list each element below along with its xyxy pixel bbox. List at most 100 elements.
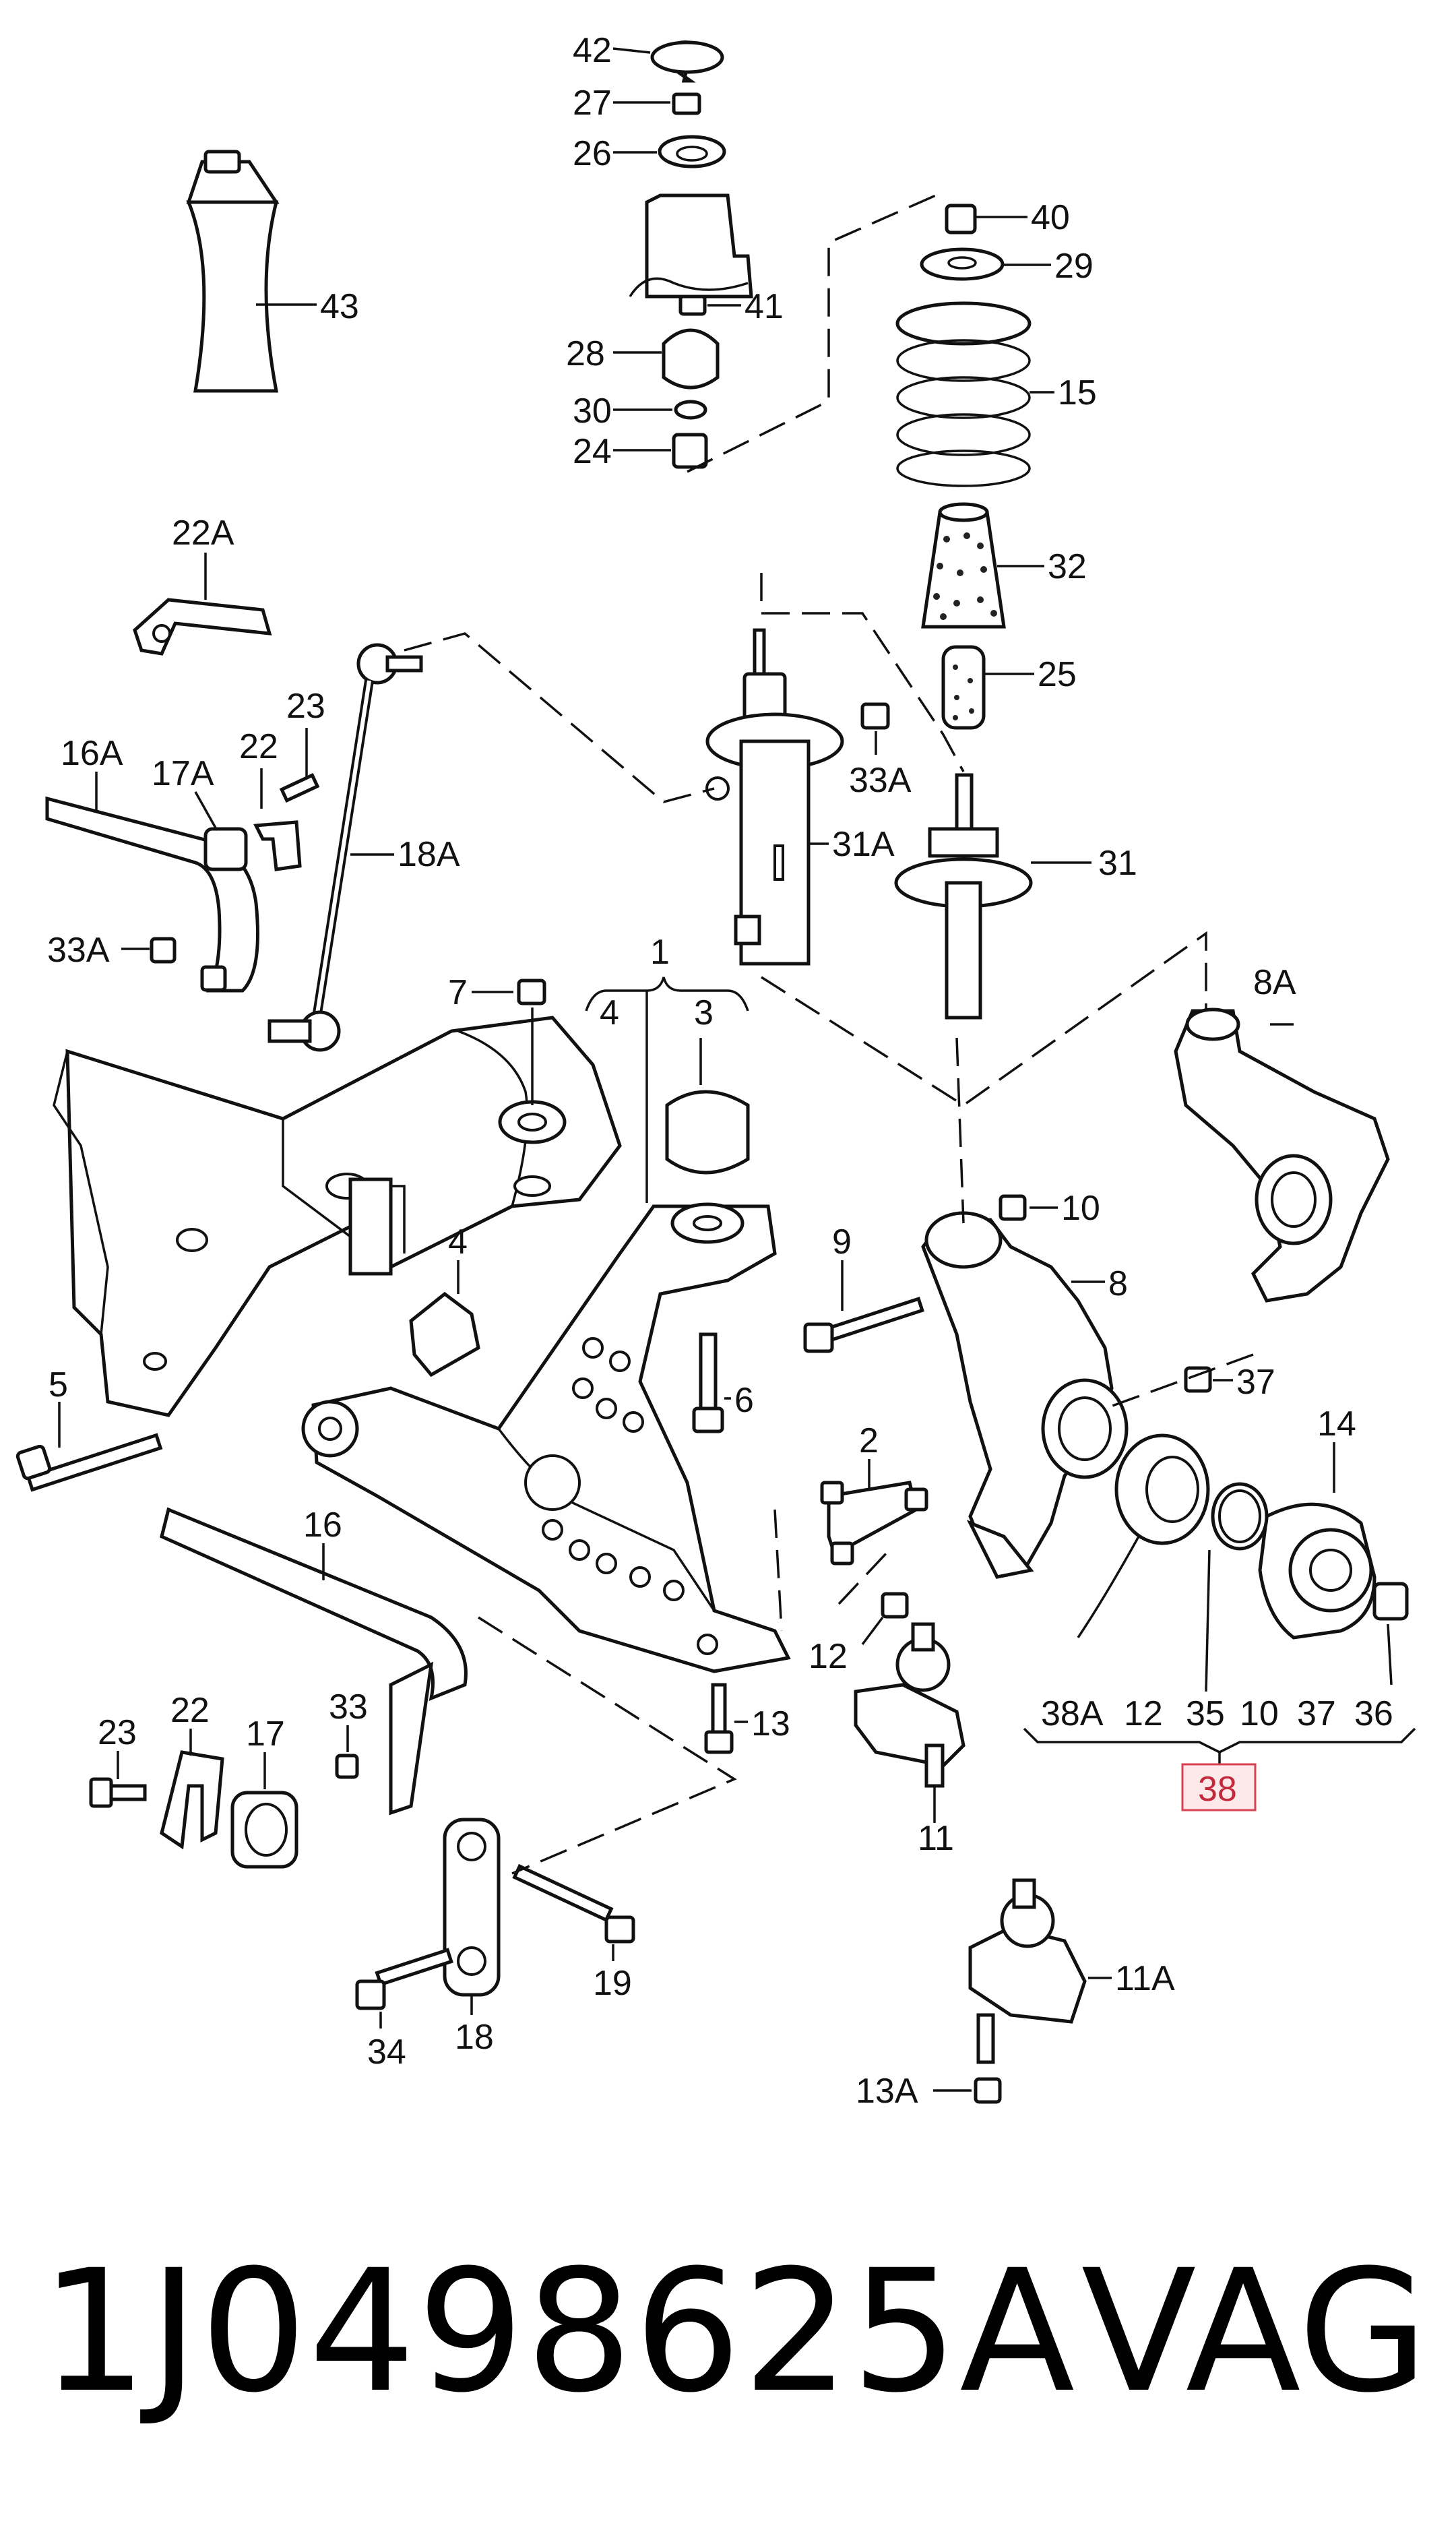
label-18: 18 [455, 2018, 494, 2057]
spring-strut-assembly [894, 204, 1091, 1020]
label-7: 7 [448, 973, 468, 1012]
label-38-highlighted: 38 [1198, 1770, 1237, 1809]
knuckle-hub-group [803, 1008, 1416, 2104]
label-8A: 8A [1253, 963, 1296, 1002]
label-11: 11 [918, 1819, 954, 1858]
label-16A: 16A [61, 734, 123, 773]
part-7-nut [517, 979, 546, 1005]
label-27: 27 [573, 84, 612, 123]
part-33A-nut-upper [860, 702, 890, 755]
label-29: 29 [1054, 247, 1094, 286]
part-number: 1J0498625A [40, 2233, 1077, 2429]
label-16: 16 [303, 1506, 342, 1545]
callout-labels: 42 27 26 41 28 30 24 43 40 29 15 32 25 2… [47, 31, 1393, 2111]
label-43: 43 [320, 287, 359, 326]
brand-name: VAG [1081, 2233, 1428, 2429]
label-18A: 18A [398, 835, 460, 874]
part-3-rear-bush [665, 1090, 750, 1175]
part-10-nut [999, 1194, 1027, 1221]
part-32-boot [921, 510, 1006, 629]
label-9: 9 [832, 1222, 852, 1262]
part-6-screw [699, 1332, 718, 1411]
part-43-grease-tube [186, 150, 317, 393]
label-2: 2 [859, 1421, 879, 1460]
label-3: 3 [694, 993, 714, 1032]
label-10-lower: 10 [1240, 1694, 1279, 1733]
subframe [15, 979, 622, 1492]
label-26: 26 [573, 134, 612, 173]
part-mount-tower [645, 193, 753, 299]
label-28: 28 [566, 334, 605, 373]
assembly-dashed-lines [404, 191, 1254, 1875]
label-19: 19 [593, 1964, 632, 2003]
label-12-upper: 12 [809, 1637, 848, 1676]
label-23-lower: 23 [98, 1713, 137, 1752]
part-13A-nut [974, 2077, 1002, 2104]
lower-control-arm [301, 1038, 791, 1754]
label-5: 5 [49, 1365, 68, 1404]
label-8: 8 [1108, 1264, 1128, 1303]
part-9-bolt [820, 1297, 924, 1344]
part-19-bolt [512, 1863, 614, 1923]
label-42: 42 [573, 31, 612, 70]
part-26-bush [658, 135, 726, 168]
part-16-bar [160, 1507, 468, 1702]
part-22A-bracket [133, 598, 272, 656]
part-36-nut [1372, 1582, 1409, 1621]
part-34-bolt [375, 1948, 453, 1987]
label-11A: 11A [1115, 1959, 1175, 1998]
label-24: 24 [573, 432, 612, 471]
part-27-nut [672, 92, 701, 115]
label-13A: 13A [856, 2072, 918, 2111]
part-12-nut [881, 1592, 909, 1619]
label-17A: 17A [152, 754, 214, 793]
label-22-upper: 22 [239, 727, 278, 766]
part-30-washer [674, 400, 707, 420]
part-24-spacer [672, 433, 708, 469]
label-37-lower: 37 [1297, 1694, 1336, 1733]
label-13: 13 [751, 1704, 790, 1743]
strut-mount-stack [612, 40, 753, 469]
label-33: 33 [329, 1687, 368, 1727]
label-37-upper: 37 [1236, 1363, 1275, 1402]
bracket-group-1 [585, 977, 749, 1203]
part-31-rod [955, 773, 974, 831]
footer: 1J0498625A VAG [40, 2224, 1428, 2440]
label-4-upper: 4 [600, 993, 619, 1032]
stabiliser-upper-group [45, 553, 423, 1052]
label-23-upper: 23 [286, 687, 325, 726]
label-41: 41 [745, 287, 784, 326]
part-40-bump [945, 204, 977, 235]
part-4-bush [409, 1291, 480, 1377]
label-31A: 31A [832, 825, 895, 864]
label-17: 17 [246, 1714, 285, 1754]
label-35: 35 [1186, 1694, 1225, 1733]
part-31-strut-body [945, 881, 982, 1020]
label-22-lower: 22 [170, 1691, 210, 1730]
part-23-bolt-upper [279, 773, 320, 803]
label-10-upper: 10 [1061, 1189, 1100, 1228]
part-41-nut [678, 295, 707, 316]
label-36: 36 [1354, 1694, 1393, 1733]
label-12-lower: 12 [1124, 1694, 1163, 1733]
label-6: 6 [734, 1381, 754, 1420]
label-22A: 22A [172, 514, 234, 553]
part-33-nut [335, 1754, 359, 1779]
part-22-clamp [253, 820, 302, 871]
part-31A-strut [705, 628, 844, 966]
part-29-seat [920, 247, 1005, 281]
label-33A-upper: 33A [849, 761, 912, 800]
label-32: 32 [1048, 547, 1087, 586]
highlight-box-38 [1181, 1763, 1257, 1811]
label-34: 34 [367, 2033, 406, 2072]
label-38A: 38A [1041, 1694, 1104, 1733]
label-15: 15 [1058, 373, 1097, 412]
label-40: 40 [1031, 198, 1070, 237]
label-30: 30 [573, 392, 612, 431]
label-31: 31 [1098, 844, 1137, 883]
label-25: 25 [1038, 655, 1077, 694]
part-11-ball-joint [854, 1683, 966, 1768]
label-14: 14 [1317, 1404, 1356, 1444]
part-15-coil-spring [895, 301, 1032, 487]
